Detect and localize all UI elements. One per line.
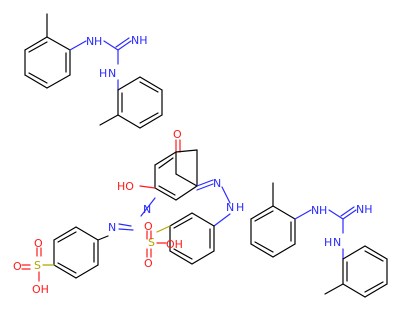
atom-n: N — [226, 201, 234, 214]
tolyl-ring-c — [250, 182, 296, 258]
guanidine-molecule-right: N H NH H N — [250, 182, 388, 298]
atom-h: H — [319, 204, 327, 217]
atom-n: N — [213, 177, 221, 190]
atom-h: H — [94, 35, 102, 48]
sulfophenyl-ring-right — [169, 212, 231, 265]
atom-o: O — [34, 237, 43, 250]
tolyl-ring-a — [24, 13, 71, 89]
atom-oh: OH — [166, 238, 183, 251]
atom-nh-imine: NH — [356, 203, 373, 216]
atom-n: N — [311, 204, 319, 217]
tolyl-ring-b — [99, 76, 163, 129]
guanidine-molecule-top: N H NH H N — [24, 13, 163, 129]
atom-oh: OH — [32, 283, 49, 296]
atom-s: S — [34, 259, 41, 272]
atom-h: H — [99, 67, 107, 80]
atom-n: N — [143, 203, 151, 216]
atom-o: O — [13, 260, 22, 273]
atom-h: H — [324, 236, 332, 249]
atom-nh-imine: NH — [131, 34, 148, 47]
quinone-ring — [154, 139, 198, 201]
tolyl-ring-d — [324, 245, 388, 298]
atom-n: N — [108, 221, 116, 234]
atom-n: N — [86, 35, 94, 48]
atom-o: O — [144, 220, 153, 233]
atom-n: N — [333, 236, 341, 249]
atom-o: O — [173, 128, 182, 141]
atom-n: N — [108, 67, 116, 80]
atom-ho: HO — [117, 180, 134, 193]
atom-o: O — [144, 257, 153, 270]
sulfophenyl-ring-left — [53, 226, 109, 279]
atom-s: S — [148, 236, 155, 249]
azo-dye-molecule: O HO N N N N H S — [13, 128, 244, 296]
atom-h: H — [236, 201, 244, 214]
